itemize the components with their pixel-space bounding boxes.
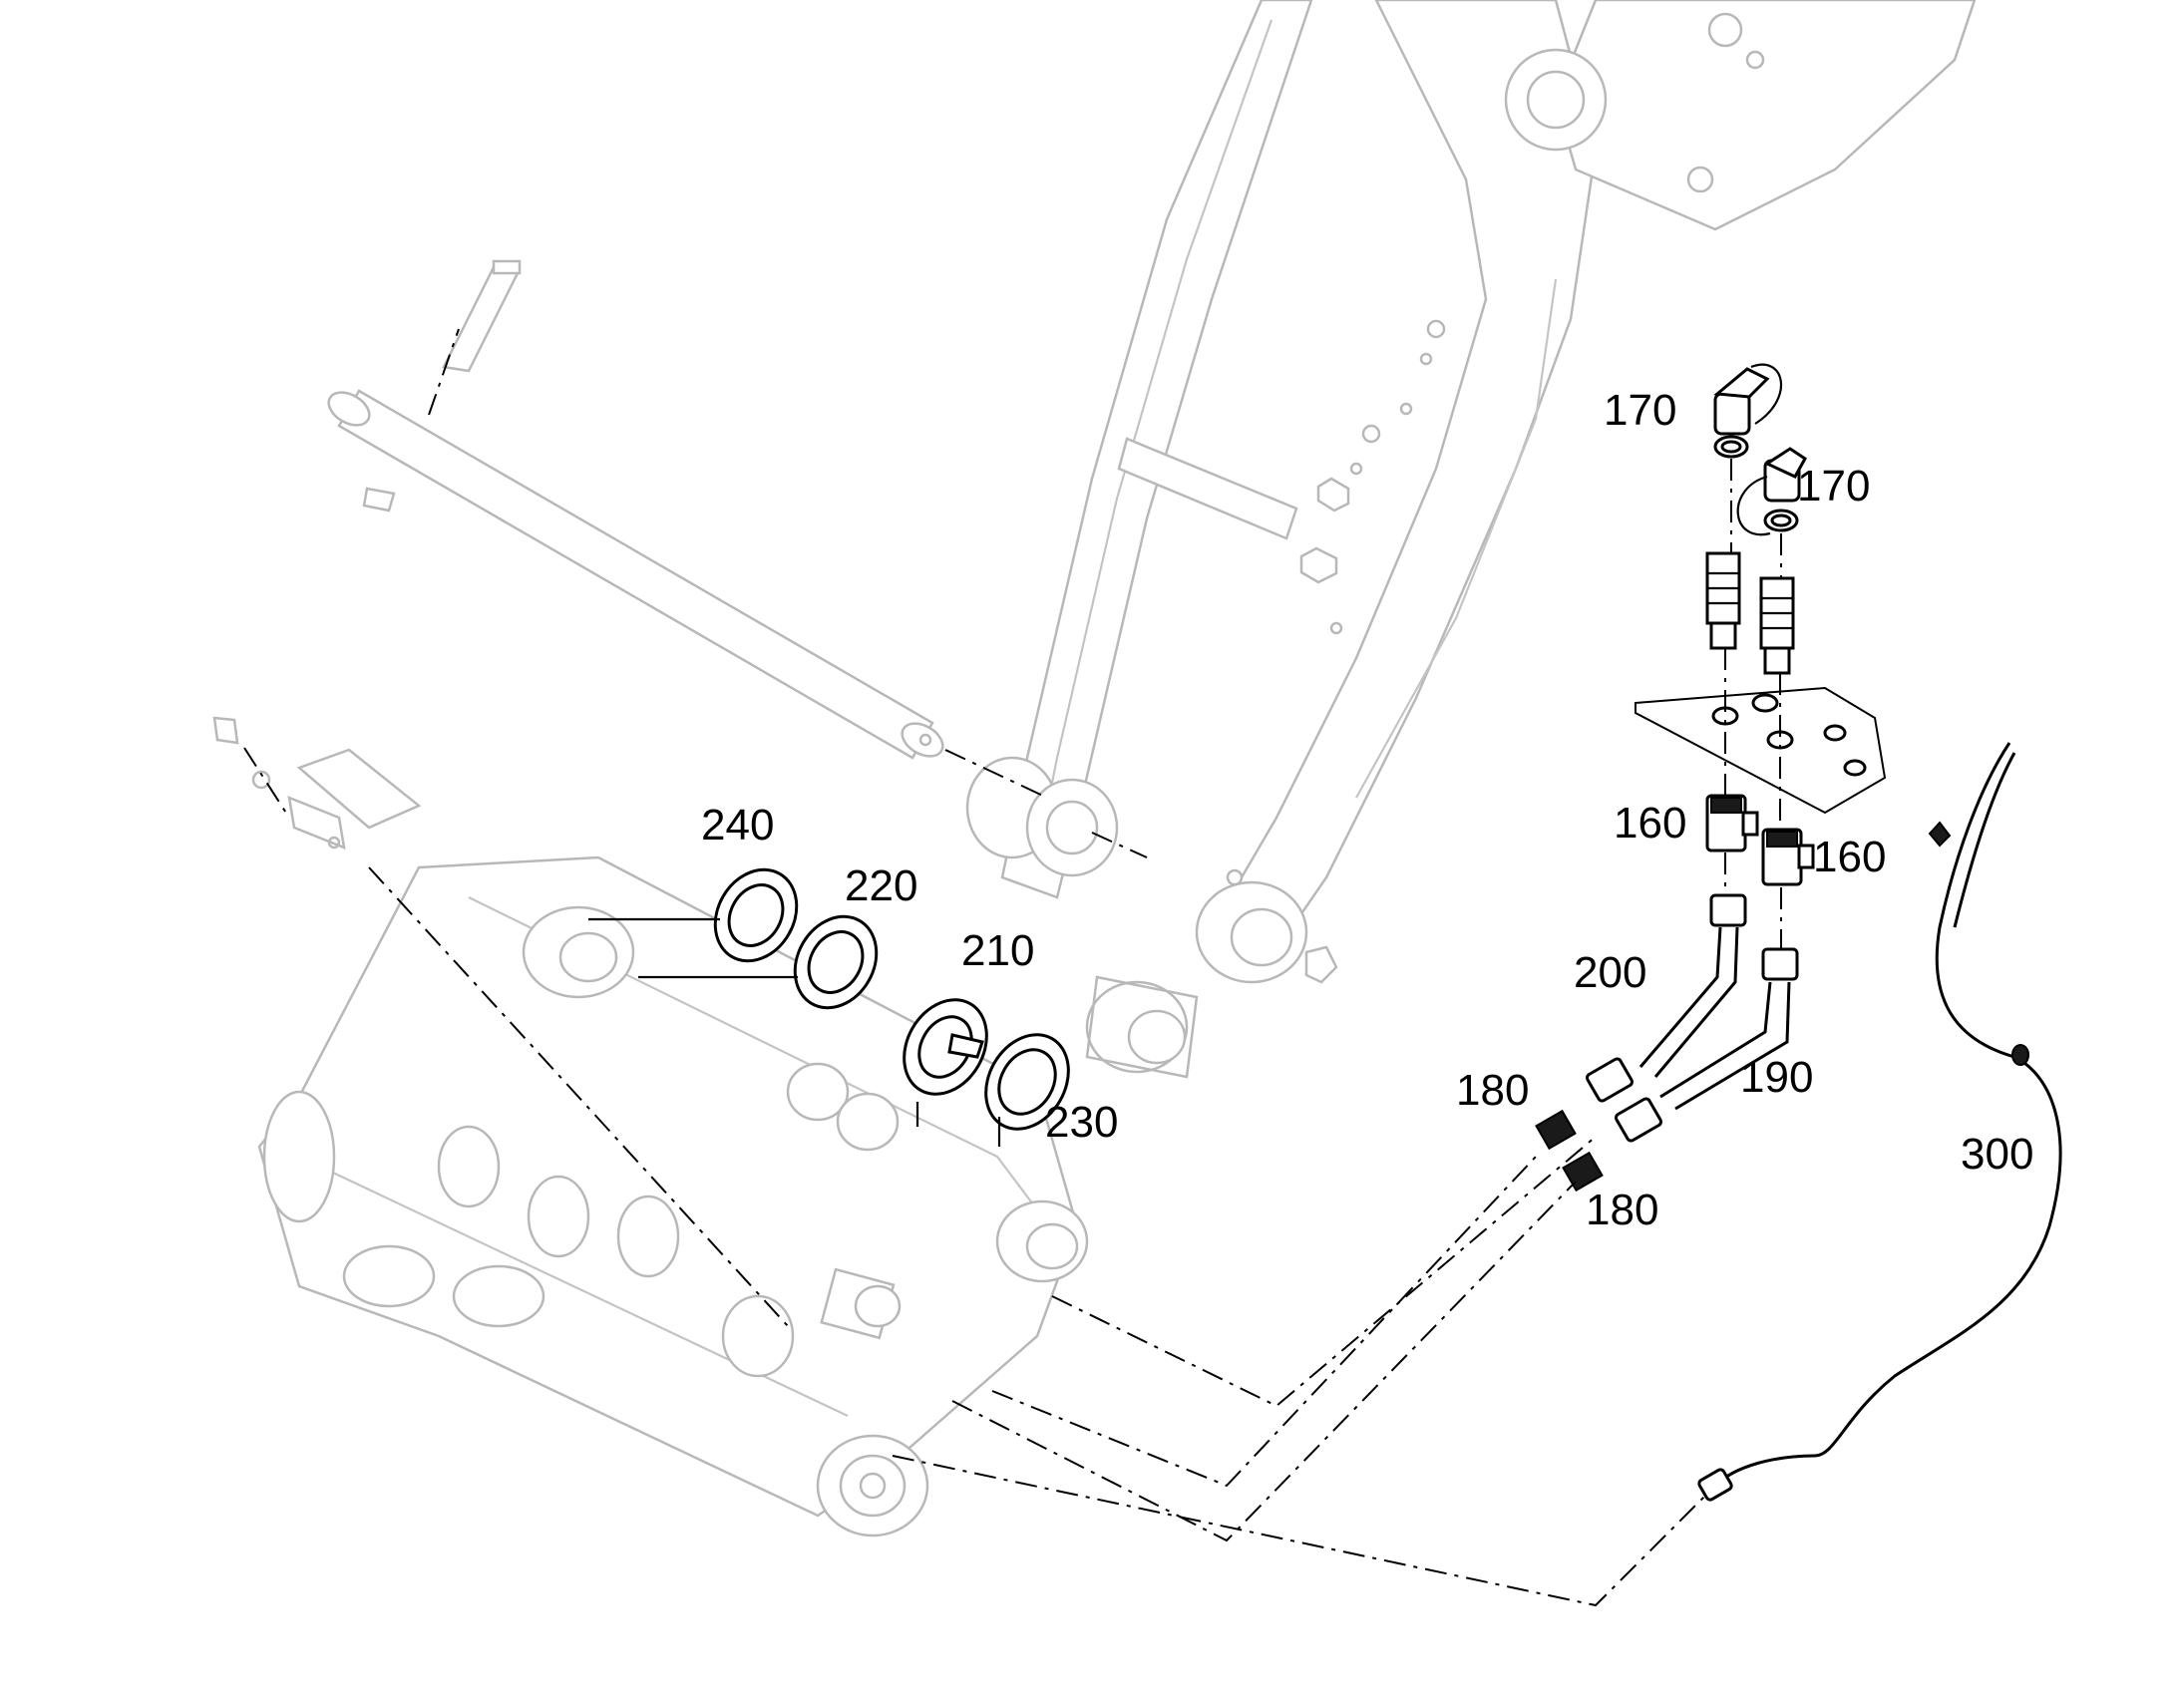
fitting-160-right — [1761, 828, 1815, 886]
callout-300: 300 — [1961, 1130, 2033, 1179]
dust-cap-170-right — [1736, 447, 1807, 536]
mounting-plate — [1635, 686, 1887, 815]
callout-170-left: 170 — [1604, 386, 1676, 435]
adapter-180-lower — [1562, 1151, 1604, 1193]
callout-180-upper: 180 — [1456, 1066, 1529, 1115]
washers — [588, 867, 1070, 1147]
quick-coupler — [212, 716, 1089, 1537]
callout-160-left: 160 — [1614, 799, 1686, 848]
callout-220: 220 — [845, 861, 917, 910]
washer-210 — [903, 998, 988, 1096]
callout-200: 200 — [1574, 948, 1646, 997]
callouts: 170 170 160 160 200 190 180 180 300 240 … — [701, 386, 2033, 1234]
callout-210: 210 — [961, 926, 1034, 975]
fitting-160-left — [1705, 794, 1759, 853]
adapter-180-upper — [1535, 1109, 1577, 1151]
routing-lines — [892, 1136, 1706, 1607]
loader-arm — [965, 0, 1977, 1079]
pivot-pin — [327, 259, 1148, 858]
callout-240: 240 — [701, 801, 774, 850]
washer-240 — [713, 867, 799, 963]
washer-230 — [984, 1033, 1070, 1131]
coupling-left — [1705, 551, 1741, 650]
coupling-right — [1759, 576, 1795, 675]
callout-190: 190 — [1740, 1053, 1813, 1102]
cable-300 — [1697, 742, 2062, 1502]
hose-190 — [1615, 947, 1799, 1143]
callout-230: 230 — [1045, 1098, 1118, 1147]
hydraulic-parts — [1535, 363, 1887, 1193]
callout-180-lower: 180 — [1586, 1186, 1658, 1234]
dust-cap-170-left — [1713, 363, 1782, 459]
callout-160-right: 160 — [1813, 833, 1886, 881]
washer-220 — [793, 914, 879, 1010]
hose-200 — [1586, 893, 1747, 1103]
callout-170-right: 170 — [1797, 462, 1870, 511]
